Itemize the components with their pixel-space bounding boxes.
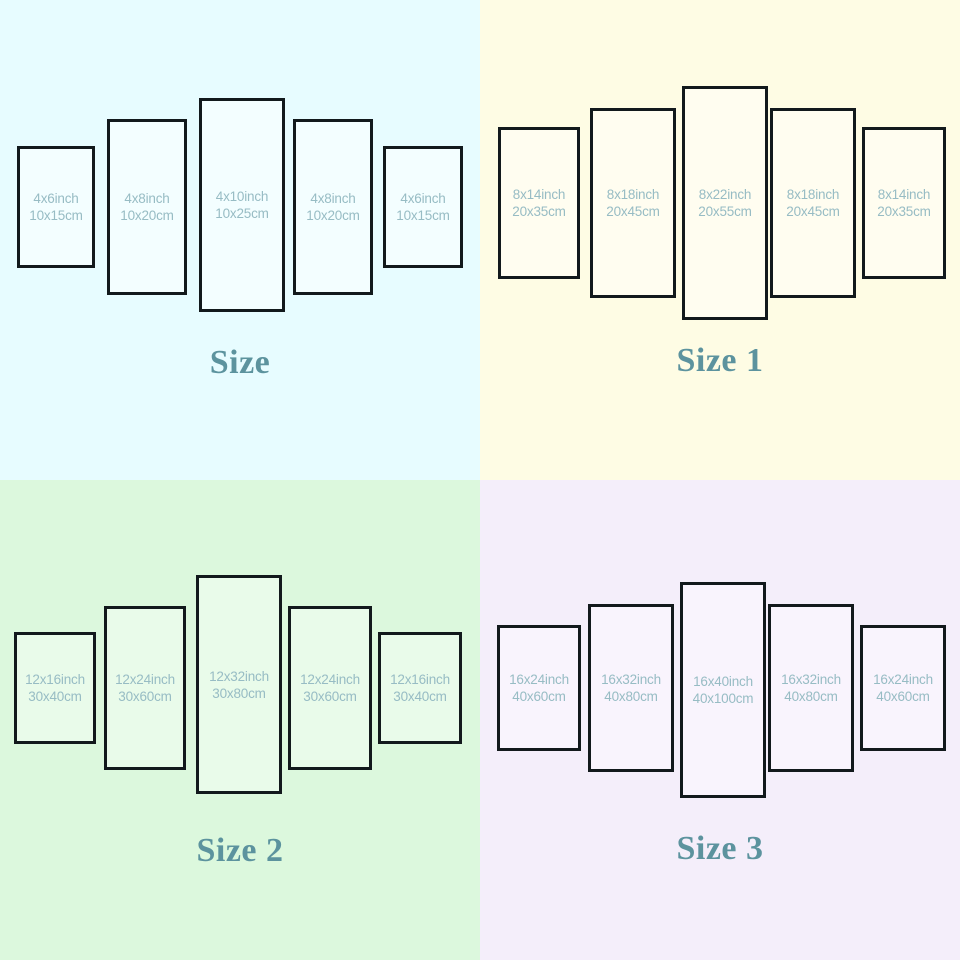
panel-size-1-5[interactable]: 8x14inch 20x35cm [862, 127, 946, 279]
panel-size-2-5[interactable]: 12x16inch 30x40cm [378, 632, 462, 744]
panel-size-label: 4x6inch 10x15cm [29, 190, 83, 224]
panel-size-3-1[interactable]: 16x24inch 40x60cm [497, 625, 581, 751]
panel-size-inch: 12x24inch [300, 672, 360, 687]
panel-size-inch: 4x10inch [215, 189, 269, 204]
panel-size-3-2[interactable]: 16x32inch 40x80cm [588, 604, 674, 772]
panel-size-cm: 40x100cm [692, 691, 754, 706]
panel-size-1-4[interactable]: 8x18inch 20x45cm [770, 108, 856, 298]
panel-size-3-4[interactable]: 16x32inch 40x80cm [768, 604, 854, 772]
panel-size-inch: 12x16inch [25, 672, 85, 687]
panel-size-label: 4x6inch 10x15cm [396, 190, 450, 224]
panel-size-3[interactable]: 4x10inch 10x25cm [199, 98, 285, 312]
panel-size-inch: 4x8inch [310, 191, 356, 206]
panel-size-label: 12x24inch 30x60cm [115, 671, 175, 705]
size-title-size-2: Size 2 [196, 832, 284, 869]
panel-size-cm: 40x80cm [784, 689, 838, 704]
panel-size-label: 4x8inch 10x20cm [120, 190, 174, 224]
panel-size-5[interactable]: 4x6inch 10x15cm [383, 146, 463, 268]
panel-size-2-4[interactable]: 12x24inch 30x60cm [288, 606, 372, 770]
panel-size-label: 12x16inch 30x40cm [390, 671, 450, 705]
panel-size-cm: 10x25cm [215, 206, 269, 221]
panel-size-1[interactable]: 4x6inch 10x15cm [17, 146, 95, 268]
panel-size-cm: 40x60cm [876, 689, 930, 704]
panel-size-inch: 12x32inch [209, 668, 269, 684]
panel-size-cm: 30x80cm [212, 685, 266, 701]
panel-size-1-2[interactable]: 8x18inch 20x45cm [590, 108, 676, 298]
panel-size-inch: 8x22inch [698, 187, 752, 202]
panel-size-2-2[interactable]: 12x24inch 30x60cm [104, 606, 186, 770]
quadrant-size-1[interactable]: 8x14inch 20x35cm 8x18inch 20x45cm 8x22inch 20… [480, 0, 960, 480]
panel-size-inch: 8x18inch [786, 187, 840, 202]
panel-size-inch: 16x32inch [781, 672, 841, 687]
panel-size-cm: 30x40cm [28, 689, 82, 704]
panel-size-inch: 16x24inch [509, 672, 569, 687]
panel-size-label: 16x32inch 40x80cm [601, 671, 661, 705]
panel-size-inch: 12x16inch [390, 672, 450, 687]
panel-size-label: 12x24inch 30x60cm [300, 671, 360, 705]
panel-size-3-5[interactable]: 16x24inch 40x60cm [860, 625, 946, 751]
panel-size-inch: 4x8inch [124, 191, 170, 206]
quadrant-size-3[interactable]: 16x24inch 40x60cm 16x32inch 40x80cm 16x40inc… [480, 480, 960, 960]
panel-size-inch: 12x24inch [115, 672, 175, 687]
size-title-size-3: Size 3 [676, 830, 764, 867]
panel-size-cm: 10x20cm [120, 208, 174, 223]
panel-size-cm: 30x40cm [393, 689, 447, 704]
panel-size-inch: 8x14inch [512, 187, 566, 202]
panel-size-cm: 20x55cm [698, 204, 752, 219]
size-title-size: Size [209, 344, 271, 381]
panel-size-4[interactable]: 4x8inch 10x20cm [293, 119, 373, 295]
panel-size-label: 8x14inch 20x35cm [512, 186, 566, 220]
panel-size-cm: 10x20cm [306, 208, 360, 223]
panel-size-inch: 16x40inch [693, 674, 753, 689]
panel-size-cm: 20x35cm [877, 204, 931, 219]
panel-size-inch: 8x14inch [877, 187, 931, 202]
panel-size-1-1[interactable]: 8x14inch 20x35cm [498, 127, 580, 279]
panel-size-cm: 20x45cm [786, 204, 840, 219]
panel-size-label: 8x18inch 20x45cm [606, 186, 660, 220]
panel-size-cm: 40x60cm [512, 689, 566, 704]
panel-size-1-3[interactable]: 8x22inch 20x55cm [682, 86, 768, 320]
panel-size-2[interactable]: 4x8inch 10x20cm [107, 119, 187, 295]
panel-size-label: 4x8inch 10x20cm [306, 190, 360, 224]
quadrant-size-2[interactable]: 12x16inch 30x40cm 12x24inch 30x60cm 12x32inc… [0, 480, 480, 960]
panel-size-label: 8x22inch 20x55cm [698, 186, 752, 220]
panel-size-cm: 40x80cm [604, 689, 658, 704]
panel-size-inch: 4x6inch [33, 191, 79, 206]
panel-size-label: 4x10inch 10x25cm [215, 188, 269, 222]
panel-size-cm: 10x15cm [396, 208, 450, 223]
panel-size-cm: 30x60cm [303, 689, 357, 704]
panel-size-label: 16x40inch 40x100cm [693, 673, 754, 707]
size-title-size-1: Size 1 [676, 342, 764, 379]
panel-size-label: 8x14inch 20x35cm [877, 186, 931, 220]
panel-size-inch: 16x32inch [601, 672, 661, 687]
panel-size-inch: 8x18inch [606, 187, 660, 202]
panel-size-inch: 16x24inch [873, 672, 933, 687]
panel-size-label: 16x24inch 40x60cm [873, 671, 933, 705]
panel-size-label: 12x16inch 30x40cm [25, 671, 85, 705]
panel-size-cm: 20x35cm [512, 204, 566, 219]
panel-size-inch: 4x6inch [400, 191, 446, 206]
panel-size-cm: 20x45cm [606, 204, 660, 219]
panel-size-label: 8x18inch 20x45cm [786, 186, 840, 220]
panel-size-3-3[interactable]: 16x40inch 40x100cm [680, 582, 766, 798]
panel-size-2-1[interactable]: 12x16inch 30x40cm [14, 632, 96, 744]
panel-size-label: 16x24inch 40x60cm [509, 671, 569, 705]
panel-size-label: 16x32inch 40x80cm [781, 671, 841, 705]
panel-size-cm: 10x15cm [29, 208, 83, 223]
quadrant-size[interactable]: 4x6inch 10x15cm 4x8inch 10x20cm 4x10inch 10x2… [0, 0, 480, 480]
panel-size-cm: 30x60cm [118, 689, 172, 704]
